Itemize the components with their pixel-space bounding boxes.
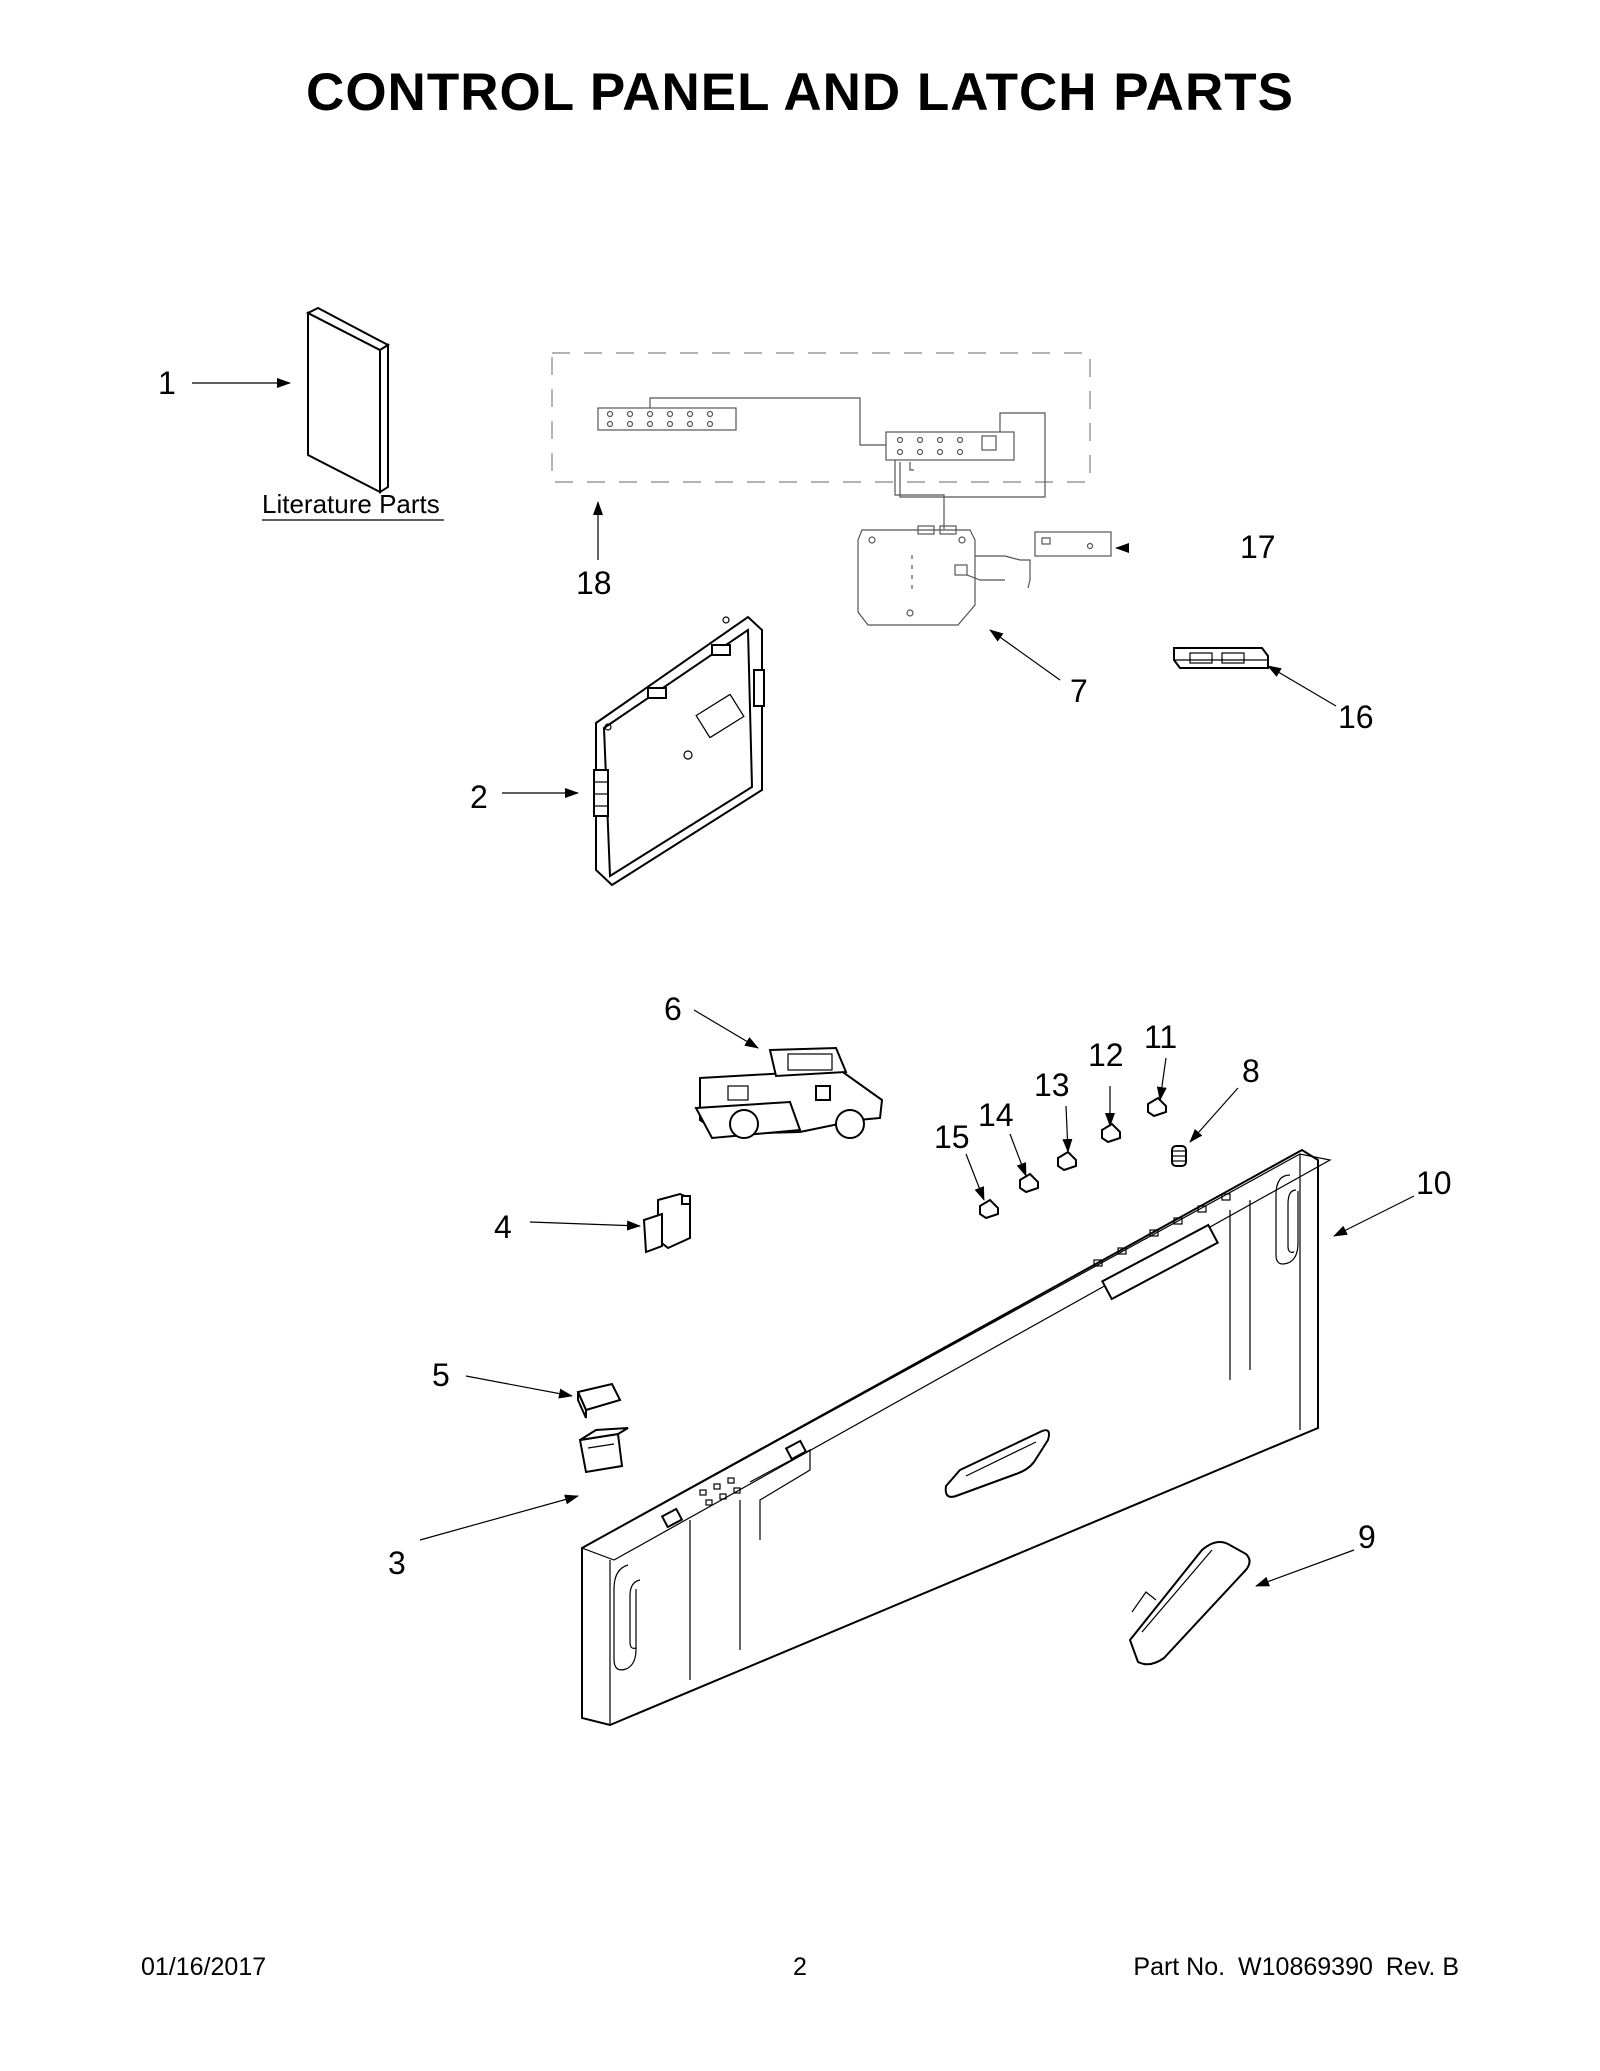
wiring-harness-assembly xyxy=(551,352,1091,529)
footer-revision: Rev. B xyxy=(1385,1953,1459,1981)
callout-5: 5 xyxy=(432,1357,450,1393)
callout-9: 9 xyxy=(1358,1519,1376,1555)
footer-part-label: Part No. xyxy=(1133,1953,1226,1981)
literature-parts-label: Literature Parts xyxy=(262,489,440,519)
callout-3: 3 xyxy=(388,1545,406,1581)
sensor-board xyxy=(966,531,1112,589)
callout-8: 8 xyxy=(1242,1053,1260,1089)
callout-1: 1 xyxy=(158,365,176,401)
callout-18: 18 xyxy=(576,565,612,601)
callout-4: 4 xyxy=(494,1209,512,1245)
door-switch xyxy=(642,1192,691,1254)
footer-part-info: Part No. W10869390 Rev. B xyxy=(1127,1953,1459,1982)
user-interface-board xyxy=(857,525,976,626)
footer-date: 01/16/2017 xyxy=(141,1953,267,1981)
callout-10: 10 xyxy=(1416,1165,1452,1201)
button-12 xyxy=(1101,1122,1121,1144)
callout-16: 16 xyxy=(1338,699,1374,735)
footer-page-number: 2 xyxy=(793,1953,807,1981)
callout-12: 12 xyxy=(1088,1037,1124,1073)
switch-housing xyxy=(578,1427,629,1474)
literature-parts-booklet xyxy=(305,306,391,494)
spring xyxy=(1171,1145,1187,1167)
callout-17: 17 xyxy=(1240,529,1276,565)
button-13 xyxy=(1057,1150,1077,1172)
door-latch xyxy=(694,1046,884,1140)
callout-2: 2 xyxy=(470,779,488,815)
page-title: CONTROL PANEL AND LATCH PARTS xyxy=(306,63,1294,122)
button-14 xyxy=(1019,1172,1039,1194)
callout-7: 7 xyxy=(1070,673,1088,709)
button-11 xyxy=(1147,1096,1167,1118)
callout-6: 6 xyxy=(664,991,682,1027)
callout-15: 15 xyxy=(934,1119,970,1155)
button-cap xyxy=(576,1382,622,1419)
main-control-board xyxy=(593,615,765,887)
callout-13: 13 xyxy=(1034,1067,1070,1103)
leader-arrows xyxy=(192,378,1415,1587)
control-panel xyxy=(580,1148,1332,1727)
control-bracket xyxy=(1173,647,1269,669)
callout-14: 14 xyxy=(978,1097,1014,1133)
button-15 xyxy=(979,1198,999,1220)
panel-handle xyxy=(1128,1541,1251,1666)
footer-part-number: W10869390 xyxy=(1238,1953,1373,1981)
callout-11: 11 xyxy=(1144,1019,1177,1055)
